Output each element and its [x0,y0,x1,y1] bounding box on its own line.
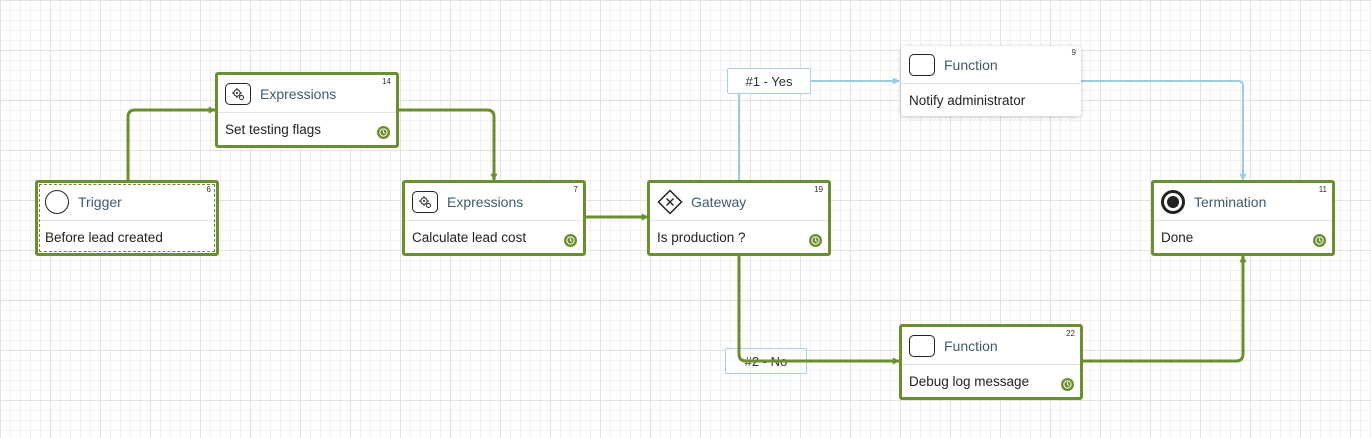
node-title: Gateway [691,193,747,210]
node-label: Done [1161,230,1194,245]
clock-icon [564,234,577,247]
node-id: 22 [1066,329,1075,338]
node-label: Before lead created [45,230,163,245]
node-title: Expressions [260,85,337,102]
node-gateway[interactable]: Gateway Is production ? 19 [647,180,831,256]
start-event-circle-icon [45,189,69,214]
edge-notify-to-termination [1081,80,1247,181]
node-label: Debug log message [909,374,1030,389]
exclusive-gateway-icon [657,188,683,215]
node-function-notify[interactable]: Function Notify administrator 9 [901,46,1081,116]
task-box-icon [909,53,935,76]
node-id: 6 [206,185,211,194]
edge-label-yes[interactable]: #1 - Yes [727,68,811,94]
end-event-icon [1161,189,1185,214]
node-id: 14 [382,77,391,86]
edge-label-no[interactable]: #2 - No [725,348,807,374]
edge-expressions-to-expressions [399,108,498,181]
node-label: Notify administrator [909,93,1026,108]
gear-task-icon [412,190,438,213]
clock-icon [1313,234,1326,247]
clock-icon [809,234,822,247]
clock-icon [1061,378,1074,391]
clock-icon [377,126,390,139]
edge-gateway-to-notify [738,77,900,180]
node-expressions-lead-cost[interactable]: Expressions Calculate lead cost 7 [402,180,586,256]
node-title: Trigger [78,193,122,210]
node-id: 19 [814,185,823,194]
node-label: Set testing flags [225,122,322,137]
node-termination[interactable]: Termination Done 11 [1151,180,1335,256]
node-expressions-set-flags[interactable]: Expressions Set testing flags 14 [215,72,399,148]
edge-gateway-to-debug [737,256,900,365]
node-title: Function [944,56,998,73]
task-box-icon [909,334,935,357]
gear-task-icon [225,82,251,105]
node-label: Calculate lead cost [412,230,527,245]
edge-debug-to-termination [1083,255,1247,363]
node-label: Is production ? [657,230,746,245]
node-title: Termination [1194,193,1267,210]
node-function-debug[interactable]: Function Debug log message 22 [899,324,1083,400]
node-trigger[interactable]: Trigger Before lead created 6 [35,180,219,256]
node-title: Function [944,337,998,354]
edge-trigger-to-expressions [126,106,216,180]
node-id: 11 [1318,185,1327,194]
node-id: 9 [1071,48,1076,57]
node-title: Expressions [447,193,524,210]
node-id: 7 [573,185,578,194]
